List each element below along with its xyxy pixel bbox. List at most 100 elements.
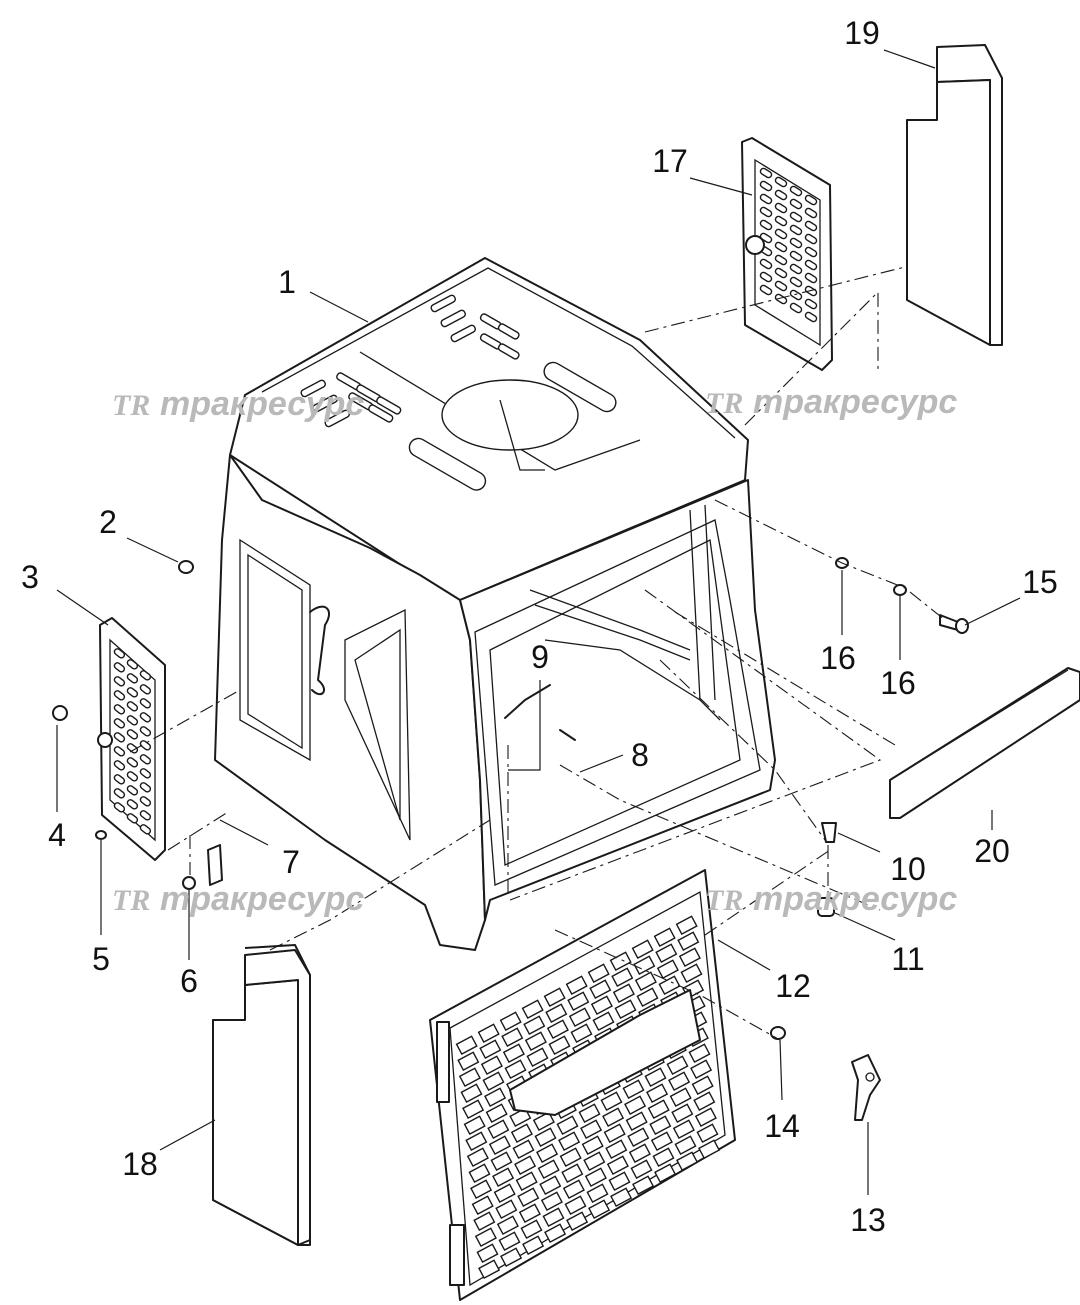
grille-cell: [578, 1103, 601, 1124]
grille-cell: [561, 1163, 584, 1184]
grille-cell: [126, 813, 139, 824]
grille-cell: [759, 180, 773, 192]
grille-cell: [789, 198, 803, 210]
grille-cell: [113, 732, 126, 743]
grille-cell: [668, 1071, 691, 1092]
grille-cell: [789, 185, 803, 197]
grille-cell: [496, 1215, 519, 1236]
grille-cell: [633, 955, 656, 976]
grille-cell: [691, 1075, 714, 1096]
grille-cell: [774, 215, 788, 227]
grille-cell: [480, 1055, 503, 1076]
grille-cell: [590, 995, 613, 1016]
grille-cell: [789, 224, 803, 236]
watermark-text: тракресурс: [753, 880, 957, 918]
callout-14: 14: [764, 1108, 800, 1144]
left-grille-panel: [97, 617, 166, 861]
callout-4: 4: [48, 817, 66, 853]
grille-cell: [611, 967, 634, 988]
grille-cell: [789, 263, 803, 275]
grille-cell: [463, 1115, 486, 1136]
grille-cell: [139, 824, 152, 835]
grille-cell: [693, 1091, 716, 1112]
grille-cell: [113, 760, 126, 771]
grille-cell: [688, 1043, 711, 1064]
grille-cell: [580, 1119, 603, 1140]
grille-cell: [113, 718, 126, 729]
grille-cell: [630, 1159, 653, 1180]
grille-cell: [534, 1127, 557, 1148]
grille-cell: [636, 987, 659, 1008]
latch-13: [851, 1054, 881, 1121]
grille-cell: [759, 271, 773, 283]
grille-cell: [652, 1147, 675, 1168]
grille-cell: [139, 782, 152, 793]
grille-cell: [460, 1083, 483, 1104]
grille-cell: [650, 1131, 673, 1152]
grille-cell: [126, 687, 139, 698]
grille-cell: [614, 999, 637, 1020]
grille-cell: [139, 684, 152, 695]
callout-labels: 1 2 3 4 5 6 7 8 9 10 11 12 13 14 15 16 1…: [21, 15, 1058, 1238]
grille-cell: [139, 670, 152, 681]
callout-8: 8: [631, 737, 649, 773]
callout-18: 18: [122, 1146, 158, 1182]
callout-2: 2: [99, 504, 117, 540]
grille-cell: [654, 1163, 677, 1184]
grille-cell: [625, 1111, 648, 1132]
grille-cell: [804, 272, 818, 284]
grille-cell: [647, 1099, 670, 1120]
grille-cell: [520, 1219, 543, 1240]
grille-cell: [655, 943, 678, 964]
grille-cell: [479, 1039, 502, 1060]
grille-cell: [514, 1155, 537, 1176]
grille-cell: [610, 1187, 633, 1208]
grille-cell: [492, 1167, 515, 1188]
grille-cell: [789, 276, 803, 288]
grille-cell: [759, 167, 773, 179]
grille-cell: [672, 1119, 695, 1140]
grille-cell: [500, 1247, 523, 1268]
grille-cell: [495, 1199, 518, 1220]
grille-cell: [759, 258, 773, 270]
grille-cell: [674, 1135, 697, 1156]
watermark-text: тракресурс: [160, 385, 364, 423]
grille-cell: [759, 284, 773, 296]
grille-cell: [512, 1139, 535, 1160]
grille-cell: [658, 975, 681, 996]
grille-cell: [804, 246, 818, 258]
grille-cell: [696, 1123, 719, 1144]
grille-cell: [139, 712, 152, 723]
grille-cell: [759, 219, 773, 231]
grille-cell: [774, 202, 788, 214]
grille-cell: [126, 729, 139, 740]
grille-cell: [608, 1171, 631, 1192]
grille-cell: [139, 754, 152, 765]
grille-cell: [548, 1035, 571, 1056]
watermark-text: тракресурс: [160, 880, 364, 918]
grille-cell: [462, 1099, 485, 1120]
grille-cell: [532, 1111, 555, 1132]
grille-cell: [113, 676, 126, 687]
grille-cell: [759, 206, 773, 218]
grille-cell: [774, 267, 788, 279]
grille-cell: [612, 983, 635, 1004]
watermark-logo: TR: [112, 389, 150, 422]
grille-cell: [485, 1103, 508, 1124]
grille-cell: [602, 1107, 625, 1128]
grille-cell: [502, 1043, 525, 1064]
front-grid-panel: [429, 869, 736, 1301]
grille-cell: [624, 1095, 647, 1116]
grille-cell: [666, 1055, 689, 1076]
grille-cell: [466, 1147, 489, 1168]
grille-cell: [524, 1031, 547, 1052]
grille-cell: [468, 1163, 491, 1184]
grille-cell: [545, 1003, 568, 1024]
grille-cell: [477, 1023, 500, 1044]
grille-cell: [510, 1123, 533, 1144]
grille-cell: [588, 1199, 611, 1220]
grille-cell: [126, 715, 139, 726]
grille-cell: [474, 1227, 497, 1248]
grille-cell: [139, 740, 152, 751]
watermark-bottom-left: TR тракресурс: [112, 880, 364, 918]
